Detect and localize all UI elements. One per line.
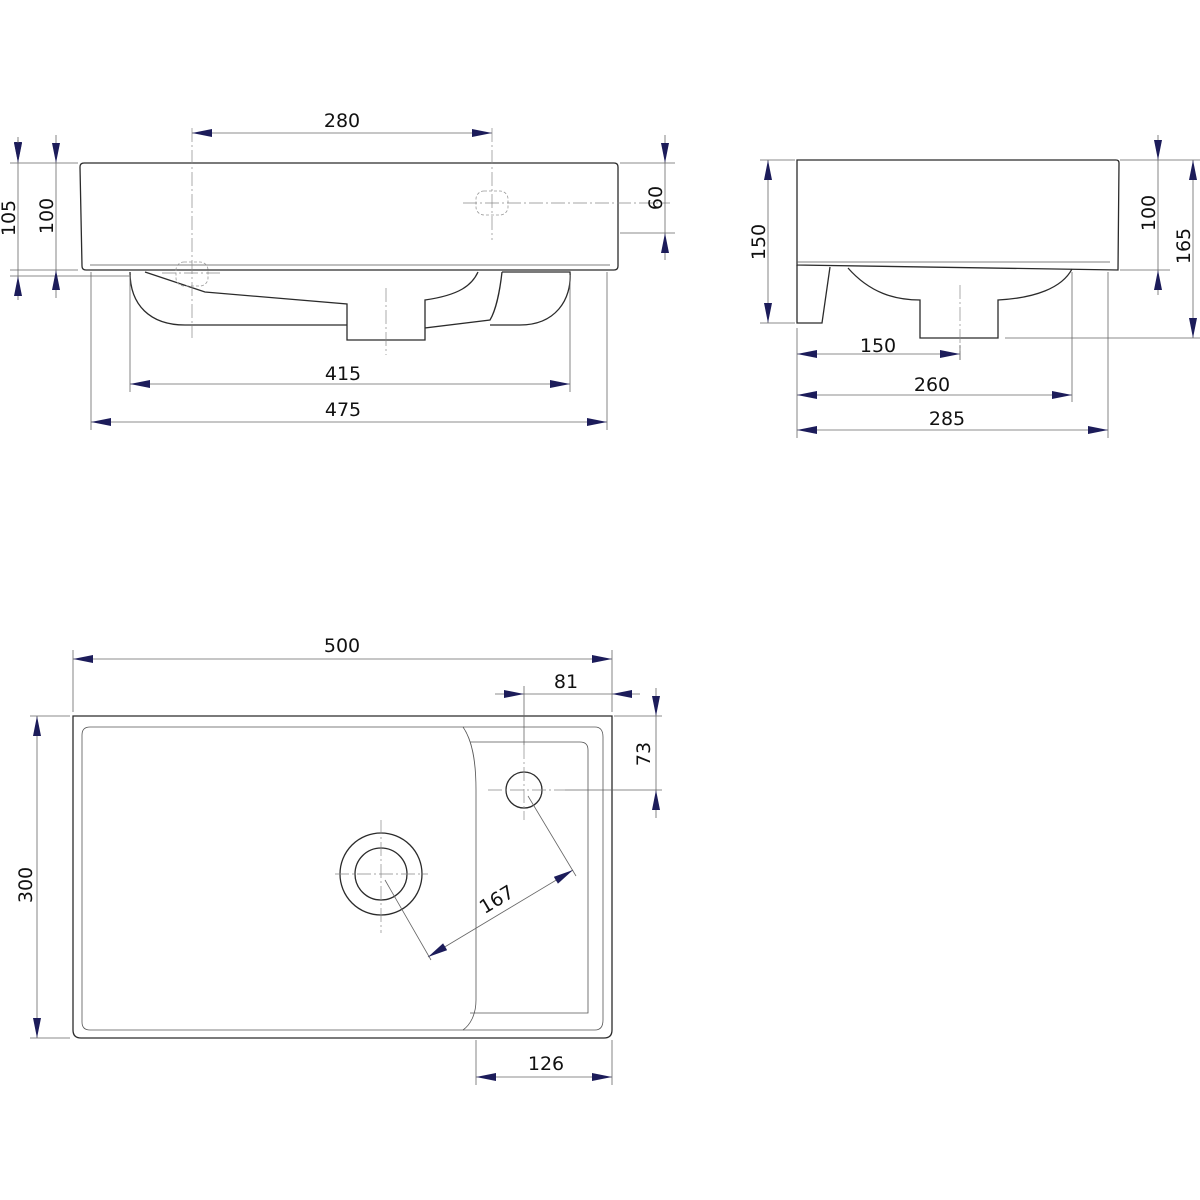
label-drain-offset: 150 xyxy=(860,335,896,357)
label-top-overall-width: 500 xyxy=(324,635,360,657)
top-outline xyxy=(72,715,613,1039)
label-tap-offset-y: 73 xyxy=(633,742,655,766)
label-bowl-depth: 260 xyxy=(914,374,950,396)
label-overall-depth: 285 xyxy=(929,408,965,430)
label-overflow-height: 60 xyxy=(645,186,667,210)
label-overall-width: 475 xyxy=(325,399,361,421)
front-bowl xyxy=(129,271,571,341)
label-tap-spacing: 280 xyxy=(324,110,360,132)
side-bowl xyxy=(847,267,1073,339)
label-drain-to-tap: 167 xyxy=(476,881,518,919)
label-tap-offset-x: 81 xyxy=(554,671,578,693)
label-side-rim-height: 100 xyxy=(1138,195,1160,231)
top-view: 500 81 73 300 126 167 xyxy=(15,635,662,1085)
front-view: 105 100 280 60 415 475 xyxy=(0,110,675,430)
label-side-overall-height: 165 xyxy=(1173,228,1195,264)
label-leg-height: 150 xyxy=(748,224,770,260)
label-top-overall-depth: 300 xyxy=(15,867,37,903)
label-overall-height: 105 xyxy=(0,200,20,236)
side-rim xyxy=(796,159,1120,271)
front-rim xyxy=(79,162,619,271)
side-view: 150 100 165 150 260 285 xyxy=(748,135,1200,438)
label-rim-height: 100 xyxy=(36,198,58,234)
label-shelf-width: 126 xyxy=(528,1053,564,1075)
side-leg xyxy=(796,265,831,324)
label-bowl-width: 415 xyxy=(325,363,361,385)
